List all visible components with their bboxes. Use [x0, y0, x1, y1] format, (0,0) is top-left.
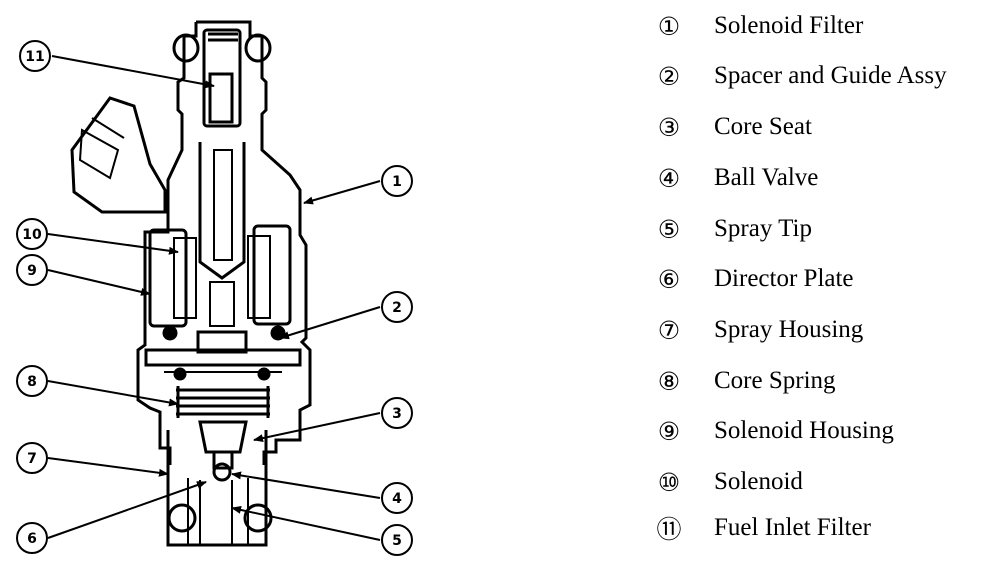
svg-text:8: 8 [27, 374, 37, 390]
svg-text:4: 4 [392, 491, 402, 507]
legend-item: ② Spacer and Guide Assy [650, 54, 947, 98]
callout-5: 5 [381, 524, 413, 556]
legend-label: Solenoid Housing [714, 417, 894, 444]
legend-item: ⑪ Fuel Inlet Filter [650, 506, 871, 550]
callout-9: 9 [16, 254, 48, 286]
callout-10: 10 [16, 218, 48, 250]
legend-number: ① [657, 11, 681, 41]
legend-number: ④ [657, 163, 681, 193]
legend-label: Spacer and Guide Assy [714, 62, 947, 89]
legend-number: ⑤ [657, 214, 681, 244]
svg-text:5: 5 [392, 533, 402, 549]
callout-markers: 11 1 10 9 2 8 3 7 [16, 40, 413, 556]
callout-leaders [47, 55, 381, 541]
fuel-injector-cutaway-diagram: 11 1 10 9 2 8 3 7 [16, 20, 413, 556]
legend-label: Core Seat [714, 113, 812, 140]
legend-item: ⑥ Director Plate [650, 257, 854, 301]
svg-text:6: 6 [27, 531, 37, 547]
legend-number: ⑨ [657, 416, 681, 446]
svg-text:3: 3 [392, 406, 402, 422]
svg-text:1: 1 [392, 174, 402, 190]
legend-label: Spray Tip [714, 215, 812, 242]
svg-text:2: 2 [392, 300, 402, 316]
callout-3: 3 [381, 397, 413, 429]
callout-7: 7 [16, 442, 48, 474]
legend-number: ② [657, 61, 681, 91]
svg-text:9: 9 [27, 263, 37, 279]
legend-number: ⑧ [657, 366, 681, 396]
injector-body [70, 20, 312, 547]
legend-number: ⑪ [656, 515, 682, 544]
legend-item: ⑨ Solenoid Housing [650, 409, 894, 453]
legend-label: Ball Valve [714, 164, 819, 191]
legend-label: Fuel Inlet Filter [714, 514, 871, 541]
legend-number: ⑩ [657, 467, 681, 497]
callout-6: 6 [16, 522, 48, 554]
legend-label: Solenoid Filter [714, 12, 864, 39]
svg-text:10: 10 [22, 227, 42, 243]
legend-item: ④ Ball Valve [650, 156, 819, 200]
legend-label: Director Plate [714, 265, 854, 292]
legend-item: ③ Core Seat [650, 105, 812, 149]
callout-8: 8 [16, 365, 48, 397]
legend-number: ⑥ [657, 264, 681, 294]
callout-1: 1 [381, 165, 413, 197]
callout-11: 11 [19, 40, 51, 72]
callout-2: 2 [381, 291, 413, 323]
legend-number: ⑦ [657, 315, 681, 345]
legend-item: ⑤ Spray Tip [650, 207, 812, 251]
legend-item: ⑩ Solenoid [650, 460, 803, 504]
legend-label: Core Spring [714, 367, 836, 394]
legend-label: Spray Housing [714, 316, 864, 343]
callout-4: 4 [381, 482, 413, 514]
legend-item: ⑧ Core Spring [650, 359, 836, 403]
legend-label: Solenoid [714, 468, 803, 495]
svg-text:7: 7 [27, 451, 37, 467]
svg-text:11: 11 [25, 49, 44, 65]
legend-item: ① Solenoid Filter [650, 4, 864, 48]
legend-item: ⑦ Spray Housing [650, 308, 864, 352]
legend-number: ③ [657, 112, 681, 142]
